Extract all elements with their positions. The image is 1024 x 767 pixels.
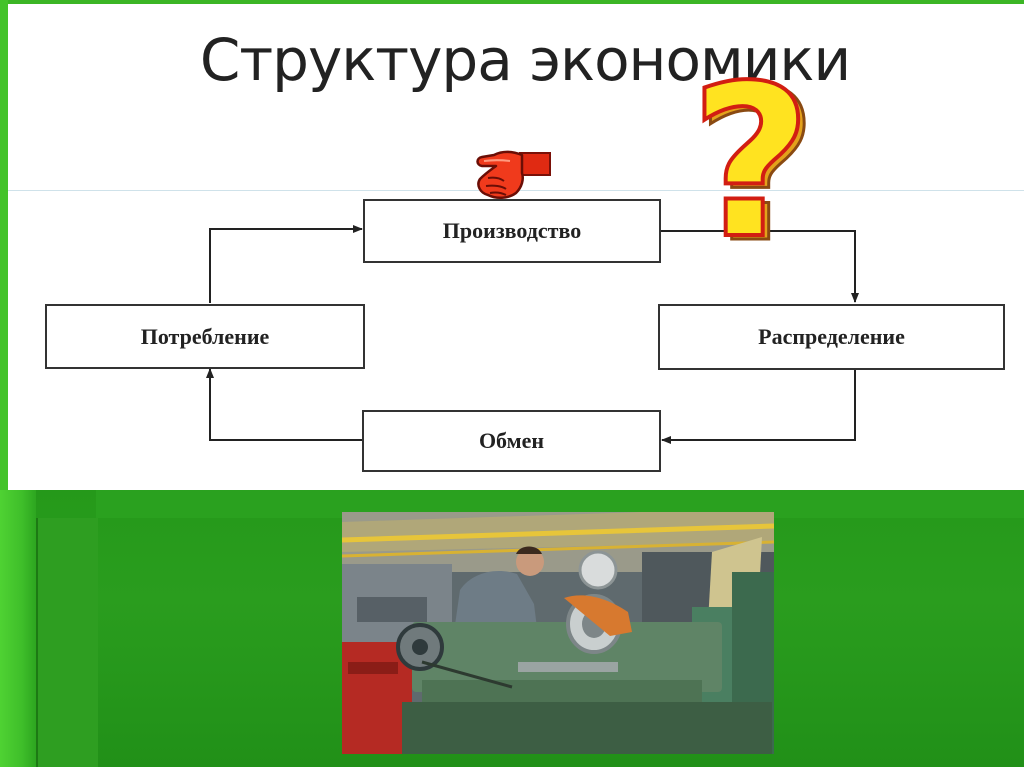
slide-title: Структура экономики	[199, 26, 851, 94]
node-production-label: Производство	[442, 218, 582, 243]
arrow-exchange-to-consumption	[206, 368, 363, 441]
question-mark-shadow: ?	[695, 58, 820, 268]
pointing-hand-icon	[476, 150, 551, 199]
node-distribution-label: Распределение	[758, 324, 905, 349]
node-exchange: Обмен	[362, 410, 661, 472]
node-exchange-label: Обмен	[478, 428, 545, 453]
lathe-worker-photo	[342, 512, 774, 754]
arrow-consumption-to-production	[209, 225, 363, 303]
question-mark-icon: ? ?	[690, 58, 830, 268]
background-lower-inner	[36, 518, 98, 767]
node-consumption-label: Потребление	[140, 323, 270, 349]
background-left-edge	[0, 0, 8, 767]
background-top	[0, 0, 1024, 4]
question-mark-face: ?	[690, 58, 814, 268]
node-distribution: Распределение	[658, 304, 1005, 370]
node-production: Производство	[363, 199, 661, 263]
background-lower-left	[0, 490, 36, 767]
arrow-production-to-distribution	[660, 230, 859, 303]
arrow-distribution-to-exchange	[661, 369, 856, 444]
node-consumption: Потребление	[45, 304, 365, 369]
